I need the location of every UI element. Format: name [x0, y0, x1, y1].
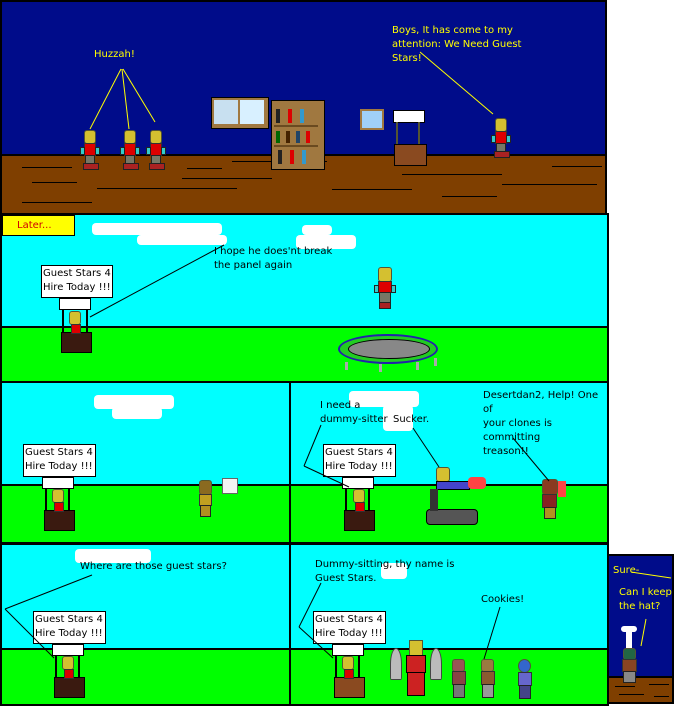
- booth-sitter: [50, 489, 70, 517]
- figure-tan: [478, 659, 496, 699]
- panel-1: Huzzah! Boys, It has come to my attentio…: [0, 0, 607, 215]
- panel-5: Guest Stars 4 Hire Today !!! Where are t…: [0, 543, 291, 706]
- guest-stars-sign: Guest Stars 4 Hire Today !!!: [33, 611, 106, 644]
- red-figure: [538, 479, 568, 523]
- booth-sitter: [351, 489, 371, 517]
- clone-1: [80, 130, 100, 172]
- speech-sucker: Sucker.: [393, 414, 430, 425]
- speech-keep-hat: Can I keep the hat?: [619, 587, 672, 612]
- cloud: [349, 391, 419, 407]
- guest-stars-sign: Guest Stars 4 Hire Today !!!: [23, 444, 96, 477]
- speech-dummy-sitting: Dummy-sitting, thy name is Guest Stars.: [315, 559, 455, 584]
- speech-sure: Sure-: [613, 565, 640, 576]
- panel-7: Sure- Can I keep the hat?: [607, 554, 674, 704]
- small-window: [360, 109, 384, 130]
- booth-sitter: [340, 656, 360, 684]
- panel-4: Guest Stars 4 Hire Today !!! I need a du…: [289, 381, 609, 544]
- cloud: [137, 235, 227, 245]
- clone-3: [146, 130, 166, 172]
- chef-hat-figure: [619, 648, 639, 683]
- figure-with-book: [195, 480, 219, 522]
- cloud: [381, 563, 407, 579]
- leader-clone: [491, 118, 511, 160]
- booth-top: [59, 298, 91, 310]
- speech-cookies: Cookies!: [481, 594, 525, 605]
- trampoline: [338, 334, 442, 372]
- speech-treason: Desertdan2, Help! One of your clones is …: [483, 390, 599, 457]
- jumping-figure: [374, 267, 396, 311]
- figure-blue: [515, 659, 533, 699]
- caption-later: Later...: [2, 215, 75, 236]
- cloud: [94, 395, 174, 409]
- speech-leader: Boys, It has come to my attention: We Ne…: [392, 25, 522, 64]
- panel-2: Later... Guest Stars 4 Hire Today !!! I …: [0, 213, 609, 383]
- guest-stars-sign: Guest Stars 4 Hire Today !!!: [323, 444, 396, 477]
- wooden-floor: [609, 676, 672, 702]
- window: [211, 97, 269, 129]
- guest-stars-sign: Guest Stars 4 Hire Today !!!: [313, 611, 386, 644]
- cloud: [383, 405, 413, 431]
- cloud: [302, 225, 332, 235]
- panel-6: Guest Stars 4 Hire Today !!! Dummy-sitti…: [289, 543, 609, 706]
- grass: [2, 326, 607, 381]
- chef-hat: [621, 626, 637, 649]
- booth-sitter: [60, 656, 80, 684]
- cloud: [112, 407, 162, 419]
- cloud: [92, 223, 222, 235]
- booth-sitter: [67, 311, 87, 339]
- speech-huzzah: Huzzah!: [94, 49, 135, 60]
- clone-2: [120, 130, 140, 172]
- panel-3: Guest Stars 4 Hire Today !!!: [0, 381, 291, 544]
- figure-brown: [449, 659, 467, 699]
- cloud: [75, 549, 151, 563]
- guest-stars-sign: Guest Stars 4 Hire Today !!!: [41, 265, 113, 298]
- book: [222, 478, 238, 494]
- bookshelf: [271, 100, 325, 170]
- speech-hope: I hope he does'nt break the panel again: [214, 246, 333, 271]
- cloud: [296, 235, 356, 249]
- tank-rider: [424, 467, 486, 525]
- speech-dummy-sitter: I need a dummy-sitter: [320, 400, 388, 425]
- empty-booth: [393, 110, 427, 166]
- winged-figure: [390, 640, 442, 700]
- speech-where: Where are those guest stars?: [80, 561, 227, 572]
